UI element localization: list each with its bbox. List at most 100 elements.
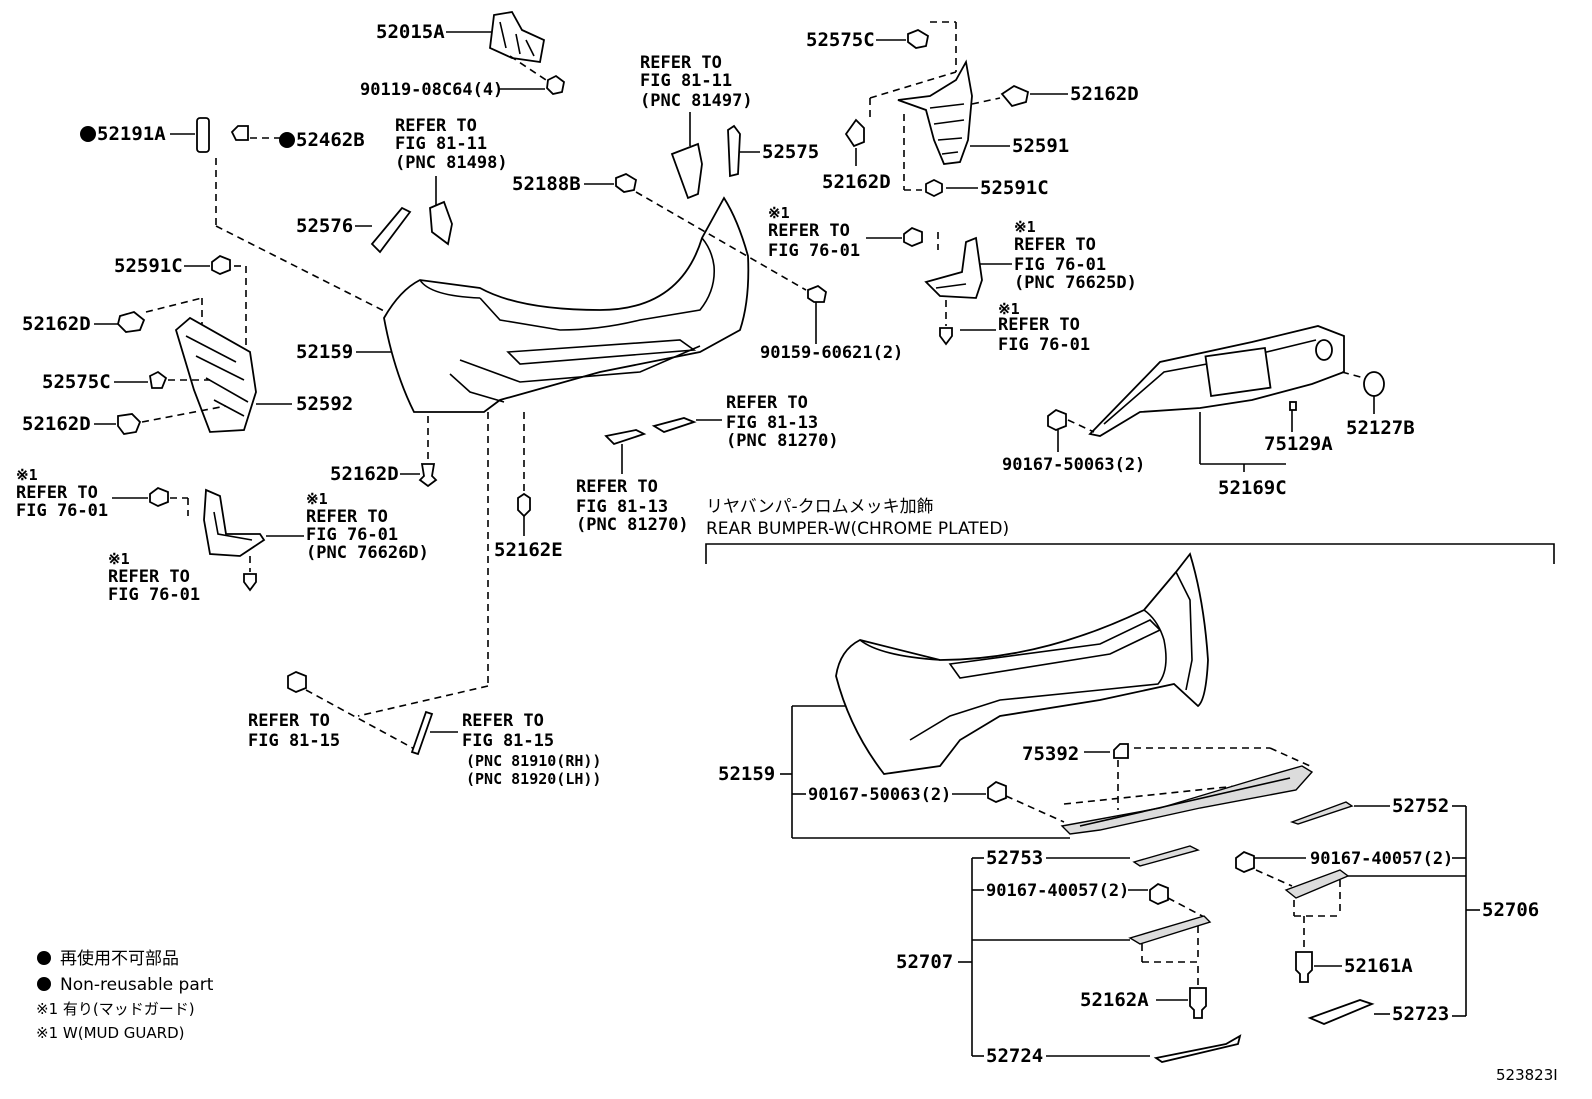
part-90167-40057-left: 90167-40057(2) (986, 881, 1129, 901)
pnc-81270-ref: (PNC 81270) (576, 515, 689, 535)
plate-75129A-drawing (1289, 401, 1297, 411)
cap-52127B-drawing (1363, 371, 1385, 397)
socket-81270-drawing (651, 417, 697, 433)
reflector-52707-drawing (1128, 915, 1212, 945)
clip-icon (1000, 84, 1030, 108)
part-52723: 52723 (1392, 1003, 1449, 1025)
chrome-bumper-52159-drawing (835, 552, 1209, 775)
section-bracket (705, 543, 1555, 564)
part-75392: 75392 (1022, 743, 1079, 765)
fig-81-13-ref[interactable]: FIG 81-13 (726, 413, 818, 433)
clip-icon (117, 311, 146, 333)
fig-76-01-ref[interactable]: FIG 76-01 (1014, 255, 1106, 275)
moulding-52753-drawing (1132, 845, 1200, 867)
part-90167-40057-right: 90167-40057(2) (1310, 849, 1453, 869)
fig-76-01-ref[interactable]: FIG 76-01 (16, 501, 108, 521)
part-52162D-mid: 52162D (330, 463, 399, 485)
diagram-id: 523823I (1496, 1066, 1558, 1084)
part-52162D-left2: 52162D (22, 413, 91, 435)
fig-76-01-ref[interactable]: FIG 76-01 (306, 525, 398, 545)
part-52015A: 52015A (376, 21, 445, 43)
non-reusable-dot-icon (279, 132, 295, 148)
part-75129A: 75129A (1264, 433, 1333, 455)
part-52724: 52724 (986, 1045, 1043, 1067)
fig-81-11-ref[interactable]: FIG 81-11 (395, 134, 487, 154)
clip-icon (1189, 987, 1207, 1019)
retainer-52575-drawing (727, 124, 741, 178)
part-52706: 52706 (1482, 899, 1539, 921)
part-90119: 90119-08C64(4) (360, 80, 503, 100)
cover-52723-drawing (1307, 999, 1375, 1025)
pnc-81497-ref: (PNC 81497) (640, 91, 753, 111)
clip-icon (615, 172, 638, 193)
bolt-icon (546, 74, 565, 95)
part-52162D-right1: 52162D (1070, 83, 1139, 105)
pnc-81498-ref: (PNC 81498) (395, 153, 508, 173)
legend-jp: 再使用不可部品 (60, 948, 179, 969)
pnc-81920-ref: (PNC 81920(LH)) (466, 770, 601, 788)
part-52159-chrome: 52159 (718, 763, 775, 785)
screw-icon (939, 327, 953, 346)
side-bracket-52591-drawing (897, 59, 973, 165)
fig-81-15-ref[interactable]: FIG 81-15 (248, 731, 340, 751)
part-52576: 52576 (296, 215, 353, 237)
pnc-81910-ref: (PNC 81910(RH)) (466, 752, 601, 770)
pnc-76626D-ref: (PNC 76626D) (306, 543, 429, 563)
part-52707: 52707 (896, 951, 953, 973)
part-52575C-right: 52575C (806, 29, 875, 51)
socket-81270-drawing (604, 429, 647, 446)
clip-icon (1295, 951, 1313, 983)
part-52591C-left: 52591C (114, 255, 183, 277)
bracket-52015A-drawing (489, 11, 546, 64)
fig-76-01-ref[interactable]: FIG 76-01 (108, 585, 200, 605)
part-52575C-left: 52575C (42, 371, 111, 393)
part-90167-50063-top: 90167-50063(2) (1002, 455, 1145, 475)
refer-to-text: REFER TO (768, 221, 850, 241)
part-52159-main: 52159 (296, 341, 353, 363)
bolt-icon (807, 284, 827, 303)
refer-to-text: REFER TO (248, 711, 330, 731)
clip-icon (418, 463, 438, 488)
fig-81-15-ref[interactable]: FIG 81-15 (462, 731, 554, 751)
legend-en: Non-reusable part (60, 975, 214, 995)
section-title-jp: リヤバンパ-クロムメッキ加飾 (706, 497, 934, 517)
part-52162E: 52162E (494, 539, 563, 561)
part-52162D-right2: 52162D (822, 171, 891, 193)
legend-mark-en: ※1 W(MUD GUARD) (36, 1024, 185, 1042)
screw-icon (243, 573, 257, 592)
fig-81-13-ref[interactable]: FIG 81-13 (576, 497, 668, 517)
part-52188B: 52188B (512, 173, 581, 195)
nut-icon (287, 671, 307, 693)
pnc-81270-ref: (PNC 81270) (726, 431, 839, 451)
non-reusable-dot-icon (37, 977, 51, 991)
part-52753: 52753 (986, 847, 1043, 869)
part-90159: 90159-60621(2) (760, 343, 903, 363)
fig-76-01-ref[interactable]: FIG 76-01 (998, 335, 1090, 355)
pnc-76625D-ref: (PNC 76625D) (1014, 273, 1137, 293)
fig-76-01-ref[interactable]: FIG 76-01 (768, 241, 860, 261)
refer-to-text: REFER TO (1014, 235, 1096, 255)
part-52591C-right: 52591C (980, 177, 1049, 199)
side-bracket-52592-drawing (174, 316, 257, 433)
part-52191A: 52191A (97, 123, 166, 145)
refer-to-text: REFER TO (108, 567, 190, 587)
non-reusable-dot-icon (80, 126, 96, 142)
nut-icon (925, 178, 943, 198)
nut-icon (1047, 408, 1067, 431)
moulding-52752-drawing (1289, 801, 1354, 825)
seal-52462B-drawing (230, 125, 249, 141)
non-reusable-dot-icon (37, 951, 51, 965)
part-52162D-left1: 52162D (22, 313, 91, 335)
retainer-52576-drawing (370, 206, 412, 254)
fig-81-11-ref[interactable]: FIG 81-11 (640, 71, 732, 91)
reflector-52706-drawing (1284, 869, 1350, 899)
light-81498-drawing (429, 200, 453, 246)
part-52462B: 52462B (296, 129, 365, 151)
nut-icon (903, 226, 923, 247)
cover-52724-drawing (1153, 1034, 1242, 1063)
mark-note: ※1 (998, 300, 1020, 318)
garnish-52169C-drawing (1088, 325, 1345, 437)
light-81497-drawing (670, 142, 703, 200)
reflector-81910-drawing (410, 710, 434, 756)
